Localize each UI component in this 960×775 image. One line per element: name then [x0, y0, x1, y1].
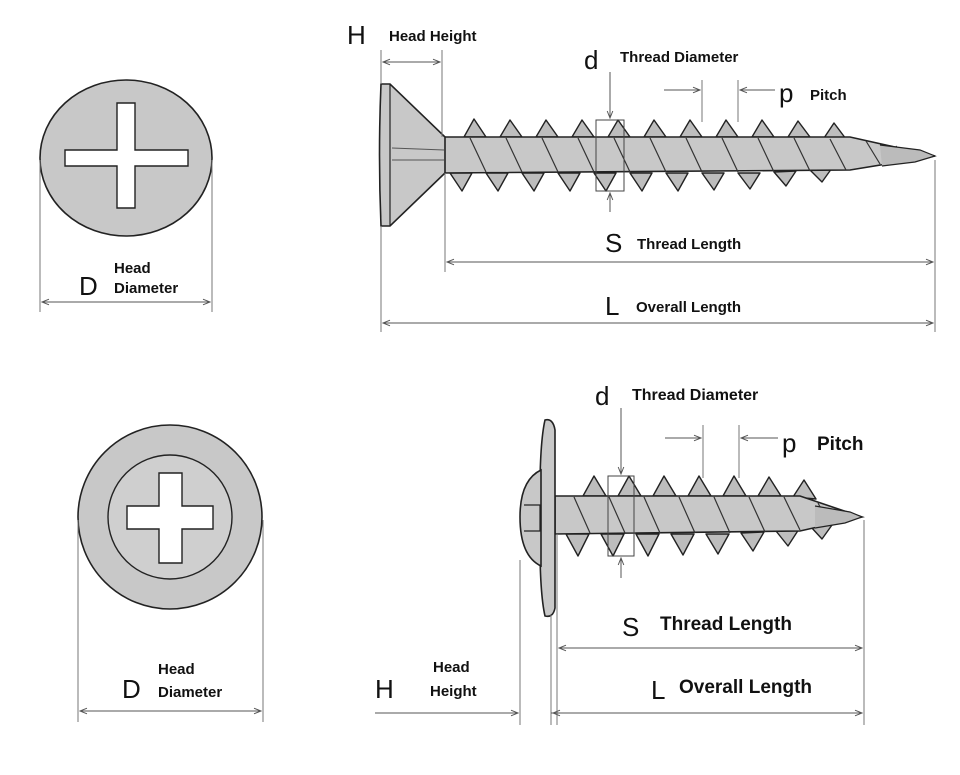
- top-countersunk-head: [378, 83, 446, 227]
- bottom-thread-length-label: Thread Length: [660, 614, 792, 635]
- bottom-washer-flange: [539, 418, 556, 618]
- bottom-head-view: [77, 424, 263, 610]
- bottom-overall-length-symbol: L: [651, 675, 665, 705]
- bottom-head-diameter-symbol: D: [122, 674, 141, 704]
- bottom-head-height-label-1: Head: [433, 659, 470, 676]
- bottom-thread-crests: [565, 475, 833, 557]
- bottom-thread-diameter-dim: d Thread Diameter: [595, 381, 758, 578]
- bottom-dome-head: [519, 468, 542, 568]
- top-head-view: [39, 79, 213, 237]
- bottom-pitch-label: Pitch: [817, 434, 863, 455]
- bottom-overall-length-label: Overall Length: [679, 677, 812, 698]
- bottom-thread-diameter-symbol: d: [595, 381, 609, 411]
- bottom-thread-length-dim: S Thread Length: [556, 520, 865, 725]
- top-pitch-symbol: p: [779, 78, 793, 108]
- bottom-head-diameter-label-2: Diameter: [158, 684, 222, 701]
- top-thread-diameter-dim: d Thread Diameter: [584, 45, 739, 212]
- top-head-diameter-dim: D Head Diameter: [39, 160, 213, 312]
- top-thread-diameter-symbol: d: [584, 45, 598, 75]
- bottom-pitch-dim: p Pitch: [665, 425, 863, 478]
- top-head-diameter-label-1: Head: [114, 260, 151, 277]
- top-head-height-dim: H Head Height: [347, 20, 477, 137]
- top-thread-length-symbol: S: [605, 228, 622, 258]
- bottom-head-height-dim: H Head Height: [375, 560, 553, 725]
- top-screw-side: [378, 83, 937, 227]
- top-pitch-label: Pitch: [810, 87, 847, 104]
- bottom-head-height-label-2: Height: [430, 683, 477, 700]
- bottom-thread-length-symbol: S: [622, 612, 639, 642]
- top-head-height-symbol: H: [347, 20, 366, 50]
- top-head-diameter-label-2: Diameter: [114, 280, 178, 297]
- bottom-head-diameter-label-1: Head: [158, 661, 195, 678]
- top-thread-length-label: Thread Length: [637, 236, 741, 253]
- top-overall-length-label: Overall Length: [636, 299, 741, 316]
- top-thread-length-dim: S Thread Length: [444, 160, 936, 332]
- bottom-pitch-symbol: p: [782, 428, 796, 458]
- phillips-recess-icon: [64, 102, 189, 209]
- bottom-head-diameter-dim: D Head Diameter: [77, 520, 264, 722]
- bottom-screw-side: [519, 418, 865, 618]
- top-head-diameter-symbol: D: [79, 271, 98, 301]
- bottom-overall-length-dim: L Overall Length: [553, 675, 862, 713]
- top-thread-crests: [449, 118, 847, 192]
- bottom-thread-diameter-label: Thread Diameter: [632, 387, 758, 404]
- top-overall-length-symbol: L: [605, 291, 619, 321]
- phillips-recess-icon: [126, 472, 214, 564]
- top-thread-diameter-label: Thread Diameter: [620, 49, 739, 66]
- top-pitch-dim: p Pitch: [664, 78, 847, 122]
- top-overall-length-dim: L Overall Length: [380, 226, 933, 332]
- bottom-head-height-symbol: H: [375, 674, 394, 704]
- top-head-height-label: Head Height: [389, 28, 477, 45]
